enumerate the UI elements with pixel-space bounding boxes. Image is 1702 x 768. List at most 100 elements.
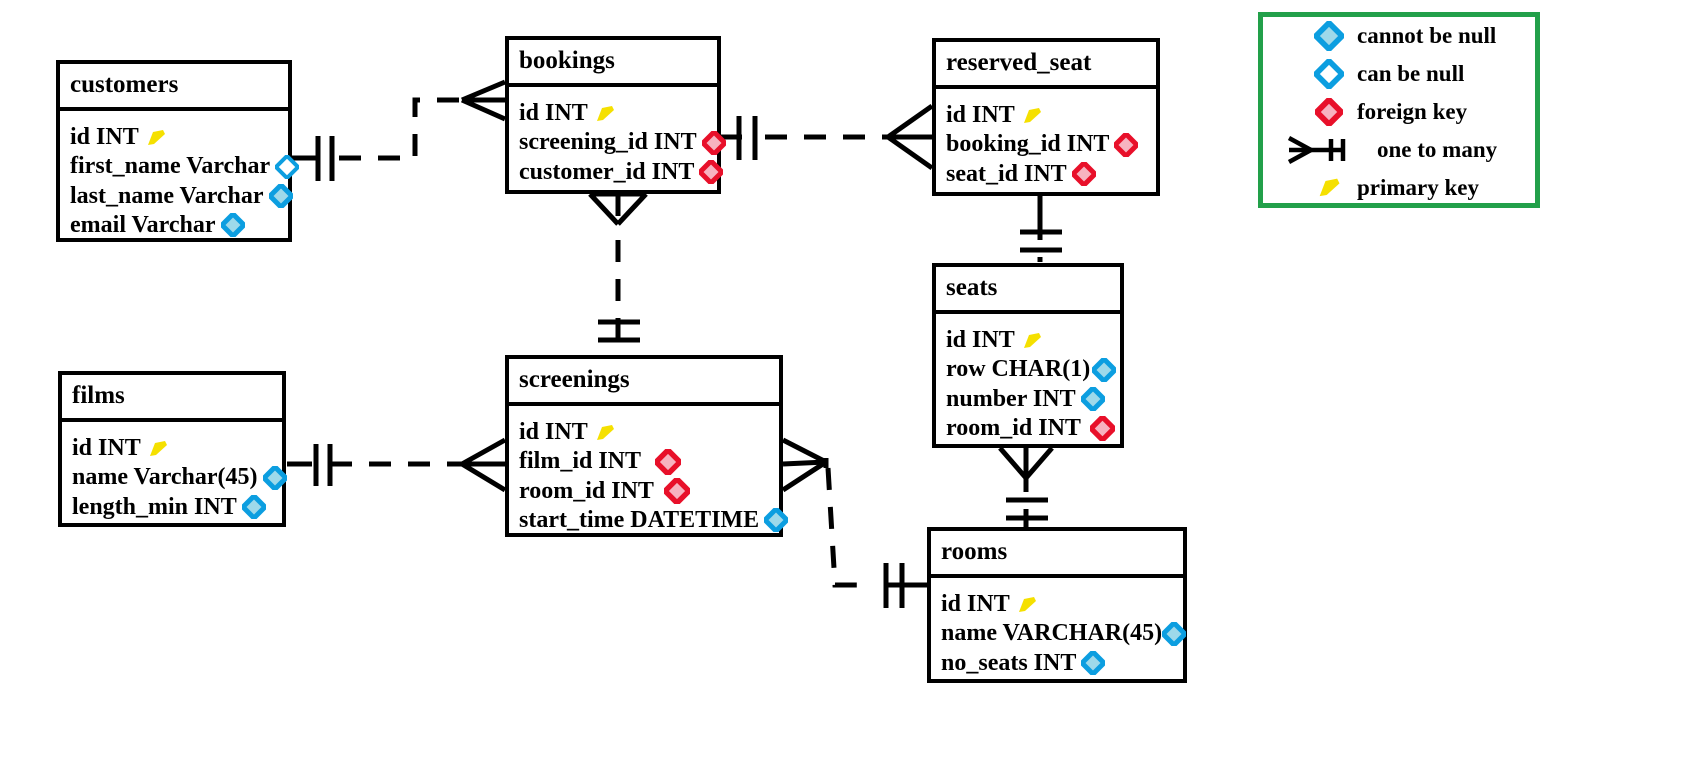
attribute-label: id INT — [70, 124, 139, 150]
foreign-key-diamond-icon — [1089, 415, 1115, 441]
not-null-diamond-icon — [764, 508, 789, 533]
not-null-diamond-icon — [1081, 651, 1106, 676]
entity-title: rooms — [931, 531, 1183, 578]
legend-item-foreign-key: foreign key — [1263, 93, 1535, 131]
foreign-key-diamond-icon — [699, 160, 724, 185]
nullable-diamond-icon — [275, 154, 300, 179]
not-null-diamond-icon — [1080, 387, 1105, 412]
attribute-row: id INT — [70, 123, 280, 152]
foreign-key-diamond-icon — [1071, 162, 1096, 187]
relationship-bookings-screenings — [588, 191, 648, 358]
attribute-label: id INT — [519, 419, 588, 445]
not-null-diamond-icon — [1309, 21, 1349, 51]
entity-title: bookings — [509, 40, 717, 87]
attribute-label: id INT — [941, 591, 1010, 617]
entity-attributes: id INT booking_id INT seat_id INT — [936, 89, 1156, 199]
attribute-row: id INT — [519, 99, 709, 128]
legend-item-cannot-be-null: cannot be null — [1263, 17, 1535, 55]
entity-bookings[interactable]: bookings id INT screening_id INT custome… — [505, 36, 726, 197]
entity-title: reserved_seat — [936, 42, 1156, 89]
attribute-row: name VARCHAR(45) — [941, 619, 1187, 648]
legend-item-primary-key: primary key — [1263, 169, 1535, 207]
attribute-label: booking_id INT — [946, 131, 1110, 158]
attribute-row: row CHAR(1) — [946, 355, 1117, 384]
attribute-label: seat_id INT — [946, 160, 1067, 187]
attribute-label: room_id INT — [519, 477, 654, 504]
primary-key-icon — [1015, 595, 1039, 615]
attribute-label: first_name Varchar — [70, 153, 271, 180]
primary-key-icon — [1020, 331, 1044, 351]
attribute-label: id INT — [72, 435, 141, 461]
attribute-label: screening_id INT — [519, 129, 697, 156]
entity-seats[interactable]: seats id INT row CHAR(1) number INT room… — [932, 263, 1124, 448]
one-to-many-icon — [1285, 135, 1361, 165]
entity-attributes: id INT film_id INT room_id INT start_tim… — [509, 406, 789, 545]
not-null-diamond-icon — [220, 213, 245, 238]
relationship-screenings-rooms — [781, 437, 928, 608]
relationship-seats-rooms — [998, 446, 1054, 528]
not-null-diamond-icon — [262, 465, 287, 490]
not-null-diamond-icon — [268, 184, 293, 209]
attribute-row: id INT — [946, 326, 1112, 355]
legend-label: primary key — [1357, 175, 1480, 200]
entity-attributes: id INT screening_id INT customer_id INT — [509, 87, 726, 197]
attribute-row: id INT — [946, 101, 1148, 130]
legend-box: cannot be null can be null foreign key — [1258, 12, 1540, 208]
not-null-diamond-icon — [1092, 357, 1117, 382]
attribute-label: start_time DATETIME — [519, 506, 760, 533]
legend-item-can-be-null: can be null — [1263, 55, 1535, 93]
nullable-diamond-icon — [1309, 59, 1349, 89]
foreign-key-diamond-icon — [701, 130, 726, 155]
attribute-label: id INT — [946, 327, 1015, 353]
attribute-label: id INT — [519, 100, 588, 126]
relationship-bookings-reserved-seat — [721, 103, 934, 171]
attribute-label: id INT — [946, 102, 1015, 128]
attribute-label: last_name Varchar — [70, 182, 264, 209]
primary-key-icon — [144, 128, 168, 148]
legend-label: one to many — [1377, 137, 1498, 162]
not-null-diamond-icon — [1162, 621, 1187, 646]
attribute-row: id INT — [941, 590, 1175, 619]
entity-screenings[interactable]: screenings id INT film_id INT room_id IN… — [505, 355, 789, 537]
entity-attributes: id INT row CHAR(1) number INT room_id IN… — [936, 314, 1120, 453]
attribute-row: screening_id INT — [519, 128, 726, 157]
primary-key-icon — [1309, 176, 1349, 200]
attribute-row: customer_id INT — [519, 158, 724, 187]
entity-attributes: id INT name VARCHAR(45) no_seats INT — [931, 578, 1187, 688]
entity-title: customers — [60, 64, 288, 111]
attribute-label: length_min INT — [72, 493, 237, 520]
entity-attributes: id INT name Varchar(45) length_min INT — [62, 422, 287, 532]
entity-title: films — [62, 375, 282, 422]
attribute-row: start_time DATETIME — [519, 506, 789, 535]
attribute-row: number INT — [946, 385, 1112, 414]
entity-reserved-seat[interactable]: reserved_seat id INT booking_id INT seat… — [932, 38, 1160, 196]
entity-title: seats — [936, 267, 1120, 314]
legend-label: foreign key — [1357, 99, 1468, 124]
entity-attributes: id INT first_name Varchar last_name Varc… — [60, 111, 300, 250]
relationship-customers-bookings — [291, 79, 507, 181]
entity-films[interactable]: films id INT name Varchar(45) length_min… — [58, 371, 287, 527]
attribute-row: film_id INT — [519, 447, 771, 476]
attribute-label: film_id INT — [519, 448, 642, 475]
entity-rooms[interactable]: rooms id INT name VARCHAR(45) no_seats I… — [927, 527, 1187, 683]
attribute-row: no_seats INT — [941, 649, 1175, 678]
attribute-row: name Varchar(45) — [72, 463, 287, 492]
attribute-row: room_id INT — [946, 414, 1115, 443]
relationship-reserved-seat-seats — [1020, 196, 1062, 262]
attribute-row: booking_id INT — [946, 130, 1148, 159]
attribute-row: seat_id INT — [946, 160, 1148, 189]
attribute-row: id INT — [72, 434, 274, 463]
attribute-label: row CHAR(1) — [946, 356, 1091, 383]
attribute-label: name VARCHAR(45) — [941, 620, 1163, 647]
entity-title: screenings — [509, 359, 779, 406]
attribute-label: room_id INT — [946, 414, 1081, 441]
attribute-label: no_seats INT — [941, 649, 1077, 676]
primary-key-icon — [146, 439, 170, 459]
relationship-films-screenings — [287, 437, 507, 493]
attribute-row: length_min INT — [72, 493, 274, 522]
primary-key-icon — [1020, 106, 1044, 126]
entity-customers[interactable]: customers id INT first_name Varchar last… — [56, 60, 300, 242]
legend-item-one-to-many: one to many — [1263, 131, 1535, 169]
foreign-key-diamond-icon — [655, 448, 682, 475]
